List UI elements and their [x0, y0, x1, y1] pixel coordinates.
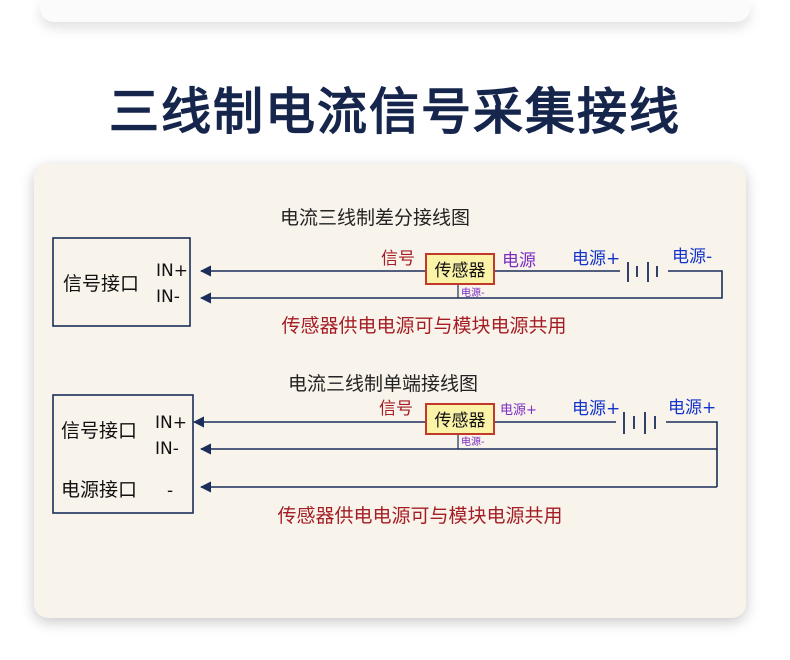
sensor-power-label: 电源: [502, 251, 536, 271]
shared-power-note: 传感器供电电源可与模块电源共用: [281, 315, 566, 337]
power-minus-label: 电源-: [672, 247, 712, 267]
signal-label-2: 信号: [379, 399, 413, 419]
differential-heading: 电流三线制差分接线图: [280, 207, 470, 229]
return-wire: [199, 270, 723, 304]
sensor-label-2: 传感器: [435, 411, 486, 431]
shared-power-note-2: 传感器供电电源可与模块电源共用: [277, 505, 562, 527]
power-port-minus-terminal: -: [167, 481, 173, 501]
sensor-power-minus-label-2: 电源-: [461, 435, 485, 448]
signal-label: 信号: [381, 249, 415, 269]
signal-port-box-2: [52, 394, 194, 514]
signal-port-label-2: 信号接口: [61, 420, 137, 442]
single-ended-heading: 电流三线制单端接线图: [288, 373, 478, 395]
diagram-panel: [34, 164, 746, 618]
sensor-label: 传感器: [435, 261, 486, 281]
in-minus-terminal-2: IN-: [155, 439, 179, 459]
differential-diagram: 电流三线制差分接线图 信号接口 IN+ IN- 传感器 信号 电源 电源+ 电源…: [52, 207, 723, 337]
signal-port-box: [52, 237, 191, 327]
in-minus-terminal: IN-: [156, 287, 180, 307]
in-plus-terminal: IN+: [156, 261, 188, 281]
battery-icon: [627, 262, 658, 282]
single-ended-diagram: 电流三线制单端接线图 信号接口 IN+ IN- 电源接口 - 传感器 信号 电源…: [52, 373, 718, 527]
sensor-box: [425, 253, 495, 285]
in-plus-terminal-2: IN+: [155, 413, 187, 433]
power-plus-label-2: 电源+: [572, 399, 620, 419]
battery-right-wire: [666, 421, 718, 487]
sensor-power-plus-label: 电源+: [500, 403, 537, 418]
signal-port-label: 信号接口: [63, 273, 139, 295]
power-port-label: 电源接口: [61, 479, 137, 501]
battery-icon-2: [623, 412, 656, 434]
top-card-edge: [40, 0, 750, 22]
power-plus-right-label: 电源+: [668, 398, 716, 418]
sensor-power-minus-label: 电源-: [461, 286, 485, 299]
sensor-box-2: [425, 403, 495, 435]
page-title: 三线制电流信号采集接线: [109, 83, 681, 141]
power-plus-label: 电源+: [572, 249, 620, 269]
